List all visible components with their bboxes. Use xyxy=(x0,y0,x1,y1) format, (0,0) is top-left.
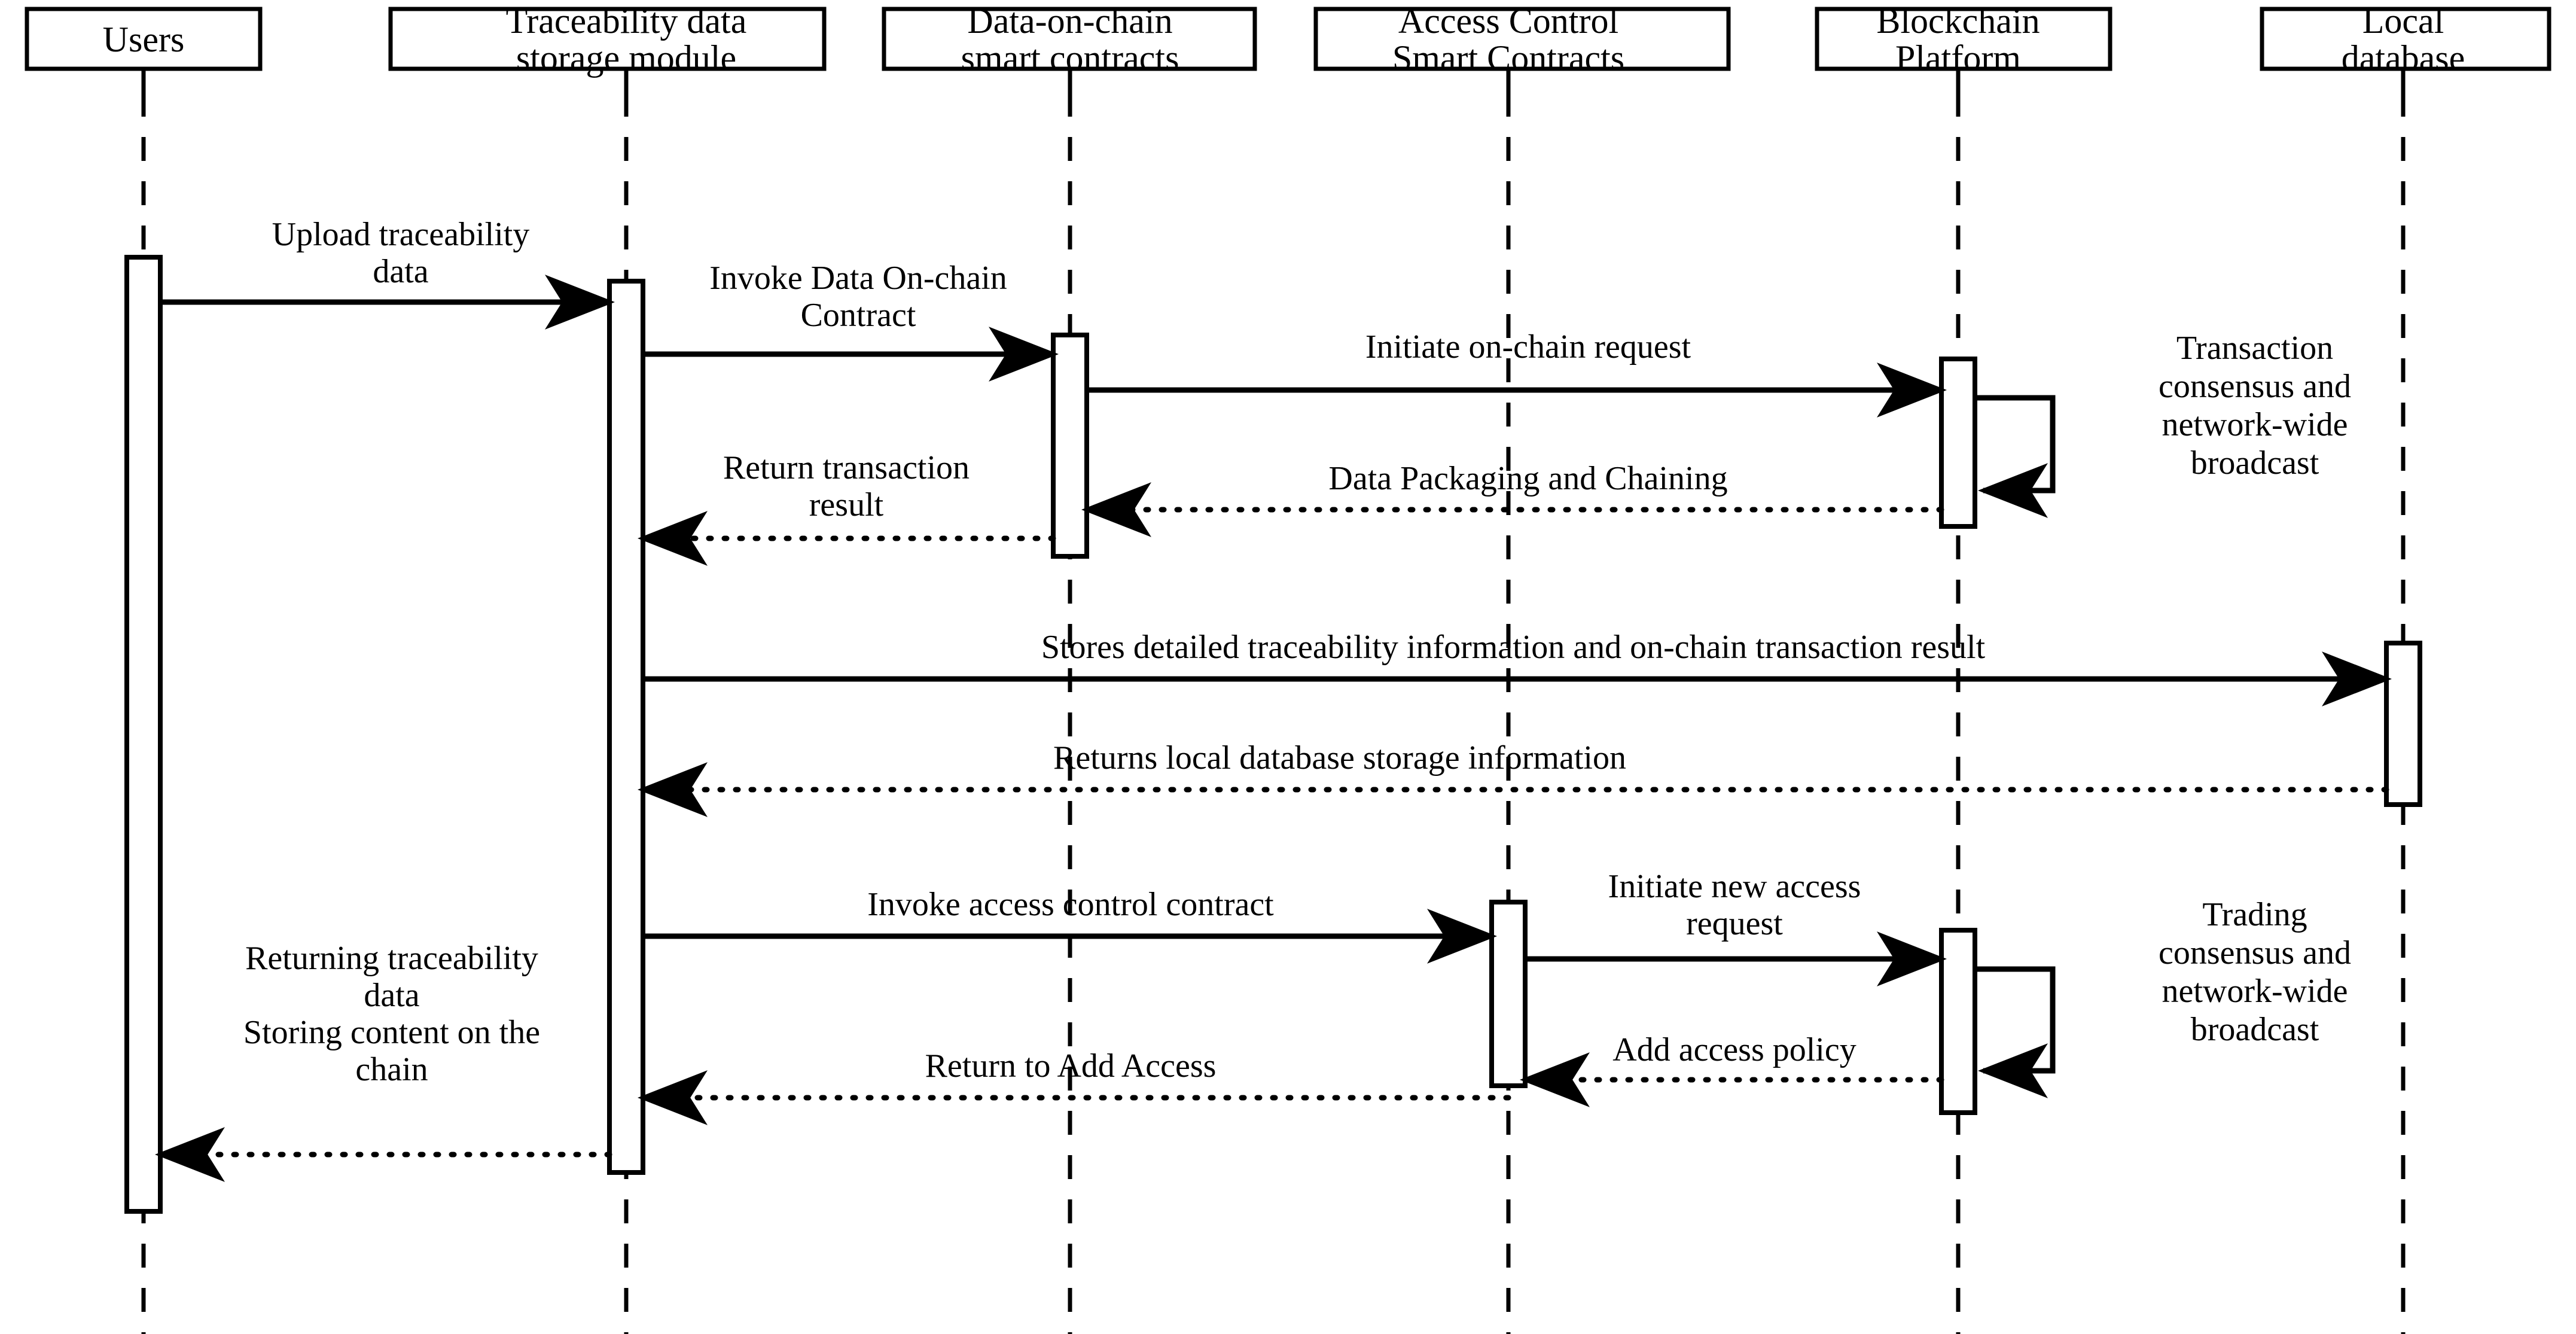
message-label-m9: Initiate new access xyxy=(1608,868,1861,905)
lifeline-title-localdb: Local xyxy=(2362,1,2444,41)
self-loop-note-s1: Transaction xyxy=(2176,330,2333,367)
lifeline-title-blockchain: Blockchain xyxy=(1876,1,2040,41)
message-label-m1: Upload traceability xyxy=(272,216,530,253)
self-loop-note-s2: consensus and xyxy=(2159,934,2351,971)
self-loop-note-s1: broadcast xyxy=(2191,444,2319,482)
message-label-m12: data xyxy=(364,977,419,1014)
message-label-m4: Data Packaging and Chaining xyxy=(1328,460,1727,497)
lifeline-head-box-datachain[interactable] xyxy=(882,7,1257,71)
self-loop-note-s2: Trading xyxy=(2202,896,2307,933)
self-loop-note-s2: network-wide xyxy=(2162,973,2348,1010)
lifeline-head-box-storage[interactable] xyxy=(388,7,827,71)
message-label-m5: result xyxy=(809,486,884,523)
activation-bar-datachain[interactable] xyxy=(1051,333,1089,559)
message-label-m12: chain xyxy=(355,1051,428,1088)
lifeline-title-datachain: Data-on-chain xyxy=(967,1,1172,41)
message-label-m7: Returns local database storage informati… xyxy=(1053,739,1626,776)
activations-layer xyxy=(124,255,2422,1214)
self-loops-layer xyxy=(1975,395,2056,1098)
lifeline-title-accesscontrol: Access Control xyxy=(1398,1,1618,41)
message-label-m1: data xyxy=(373,253,428,290)
message-label-m10: Add access policy xyxy=(1612,1031,1856,1068)
self-loop-note-s1: network-wide xyxy=(2162,406,2348,443)
message-label-m2: Invoke Data On-chain xyxy=(709,260,1007,297)
activation-bar-blockchain[interactable] xyxy=(1939,357,1977,529)
activation-bar-blockchain[interactable] xyxy=(1939,928,1977,1115)
lifeline-head-box-localdb[interactable] xyxy=(2260,7,2551,71)
message-label-m12: Returning traceability xyxy=(245,940,538,977)
message-label-m9: request xyxy=(1686,905,1783,942)
message-label-m11: Return to Add Access xyxy=(925,1047,1217,1085)
self-loop-note-s1: consensus and xyxy=(2159,368,2351,405)
message-label-m12: Storing content on the xyxy=(243,1014,540,1051)
lifeline-title-storage: Traceability data xyxy=(506,1,747,41)
activation-bar-users[interactable] xyxy=(124,255,163,1214)
activation-bar-accesscontrol[interactable] xyxy=(1489,900,1528,1088)
message-label-m2: Contract xyxy=(801,297,916,334)
self-loop-path-s1 xyxy=(1975,395,2056,518)
self-loop-note-s2: broadcast xyxy=(2191,1011,2319,1048)
lifeline-head-box-blockchain[interactable] xyxy=(1815,7,2112,71)
activation-bar-storage[interactable] xyxy=(607,279,645,1175)
self-loop-s1[interactable] xyxy=(1975,395,2056,518)
self-loop-s2[interactable] xyxy=(1975,966,2056,1098)
message-label-m5: Return transaction xyxy=(723,449,970,486)
message-label-m8: Invoke access control contract xyxy=(867,886,1274,923)
lifeline-title-users: Users xyxy=(103,20,185,59)
lifeline-head-box-accesscontrol[interactable] xyxy=(1313,7,1731,71)
message-label-m3: Initiate on-chain request xyxy=(1365,328,1691,366)
activation-bar-localdb[interactable] xyxy=(2384,641,2422,807)
messages-layer xyxy=(155,275,2392,1182)
message-label-m6: Stores detailed traceability information… xyxy=(1041,629,1986,666)
self-loop-path-s2 xyxy=(1975,966,2056,1098)
